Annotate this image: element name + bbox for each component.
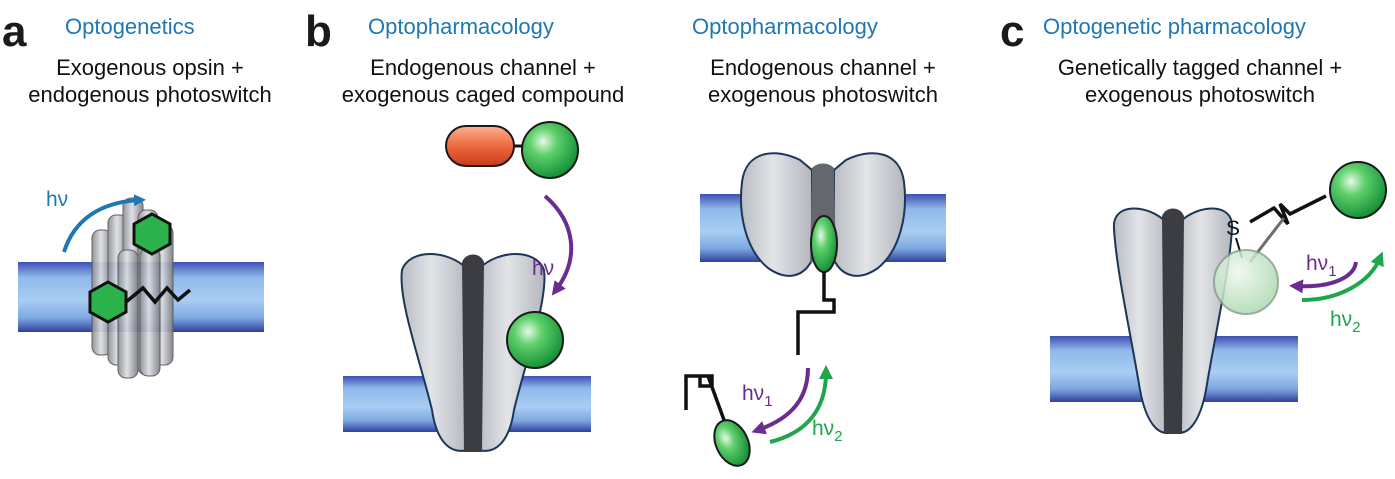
subtitle-line-2: exogenous photoswitch: [1085, 82, 1315, 107]
panel-title-c: Optogenetic pharmacology: [1043, 14, 1306, 39]
panel-title-b: Optopharmacology: [368, 14, 554, 39]
tether-bound: [796, 272, 836, 355]
light-arrow-1: [751, 367, 810, 435]
sulfur-label: S: [1226, 217, 1240, 240]
hv-label: hν: [46, 188, 68, 211]
channel-right-subunit: [833, 152, 906, 277]
chromophore-hexagon: [88, 280, 128, 324]
channel-left-subunit: [740, 152, 813, 277]
tether-free: [684, 374, 726, 421]
panel-b2-illustration: hν1 hν2: [684, 152, 946, 467]
subtitle-line-1: Genetically tagged channel +: [1057, 55, 1343, 80]
subtitle-line-2: exogenous photoswitch: [708, 82, 938, 107]
photoswitch-ligand-free: [713, 419, 751, 467]
panel-subtitle-b: Endogenous channel + exogenous caged com…: [318, 54, 648, 108]
subtitle-line-1: Endogenous channel +: [370, 55, 596, 80]
panel-c-illustration: S hν1 hν2: [1050, 161, 1387, 434]
uncaging-arrow: [543, 194, 574, 296]
light-arrow-1: [1289, 261, 1358, 294]
panel-subtitle-b2: Endogenous channel + exogenous photoswit…: [668, 54, 978, 108]
channel-pore: [462, 254, 484, 452]
light-arrow-2: [1301, 251, 1384, 302]
subtitle-line-1: Endogenous channel +: [710, 55, 936, 80]
panel-letter-c: c: [1000, 7, 1025, 56]
photoswitch-tether: [1249, 194, 1327, 226]
subtitle-line-2: exogenous caged compound: [341, 82, 625, 107]
panel-b-illustration: hν: [343, 121, 591, 452]
light-arrow-2: [769, 365, 833, 444]
released-ligand-ball: [506, 311, 564, 369]
subtitle-line-1: Exogenous opsin +: [56, 55, 244, 80]
panel-title-b2: Optopharmacology: [692, 14, 878, 39]
photoswitch-ligand-bound: [810, 215, 838, 273]
panel-letter-a: a: [2, 7, 27, 56]
ligand-ghost-ball: [1213, 249, 1279, 315]
hv1-label: hν1: [742, 382, 773, 410]
chromophore-hexagon-active: [132, 212, 172, 256]
tethered-ligand-ball: [1329, 161, 1387, 219]
retinal-chain: [124, 285, 192, 305]
subtitle-line-2: endogenous photoswitch: [28, 82, 272, 107]
channel-left-subunit: [400, 253, 470, 452]
hv2-label: hν2: [812, 417, 843, 445]
hv-label: hν: [532, 257, 554, 280]
panel-a-illustration: hν: [18, 188, 264, 379]
panel-letter-b: b: [305, 7, 332, 56]
panel-title-a: Optogenetics: [65, 14, 195, 39]
cage-group: [445, 125, 515, 167]
channel-pore: [1162, 208, 1184, 434]
ligand-ball: [521, 121, 579, 179]
panel-subtitle-a: Exogenous opsin + endogenous photoswitch: [0, 54, 300, 108]
channel-left-subunit: [1112, 207, 1172, 434]
light-arrow: [62, 194, 146, 253]
panel-subtitle-c: Genetically tagged channel + exogenous p…: [1030, 54, 1370, 108]
hv1-label: hν1: [1306, 252, 1337, 280]
hv2-label: hν2: [1330, 308, 1361, 336]
